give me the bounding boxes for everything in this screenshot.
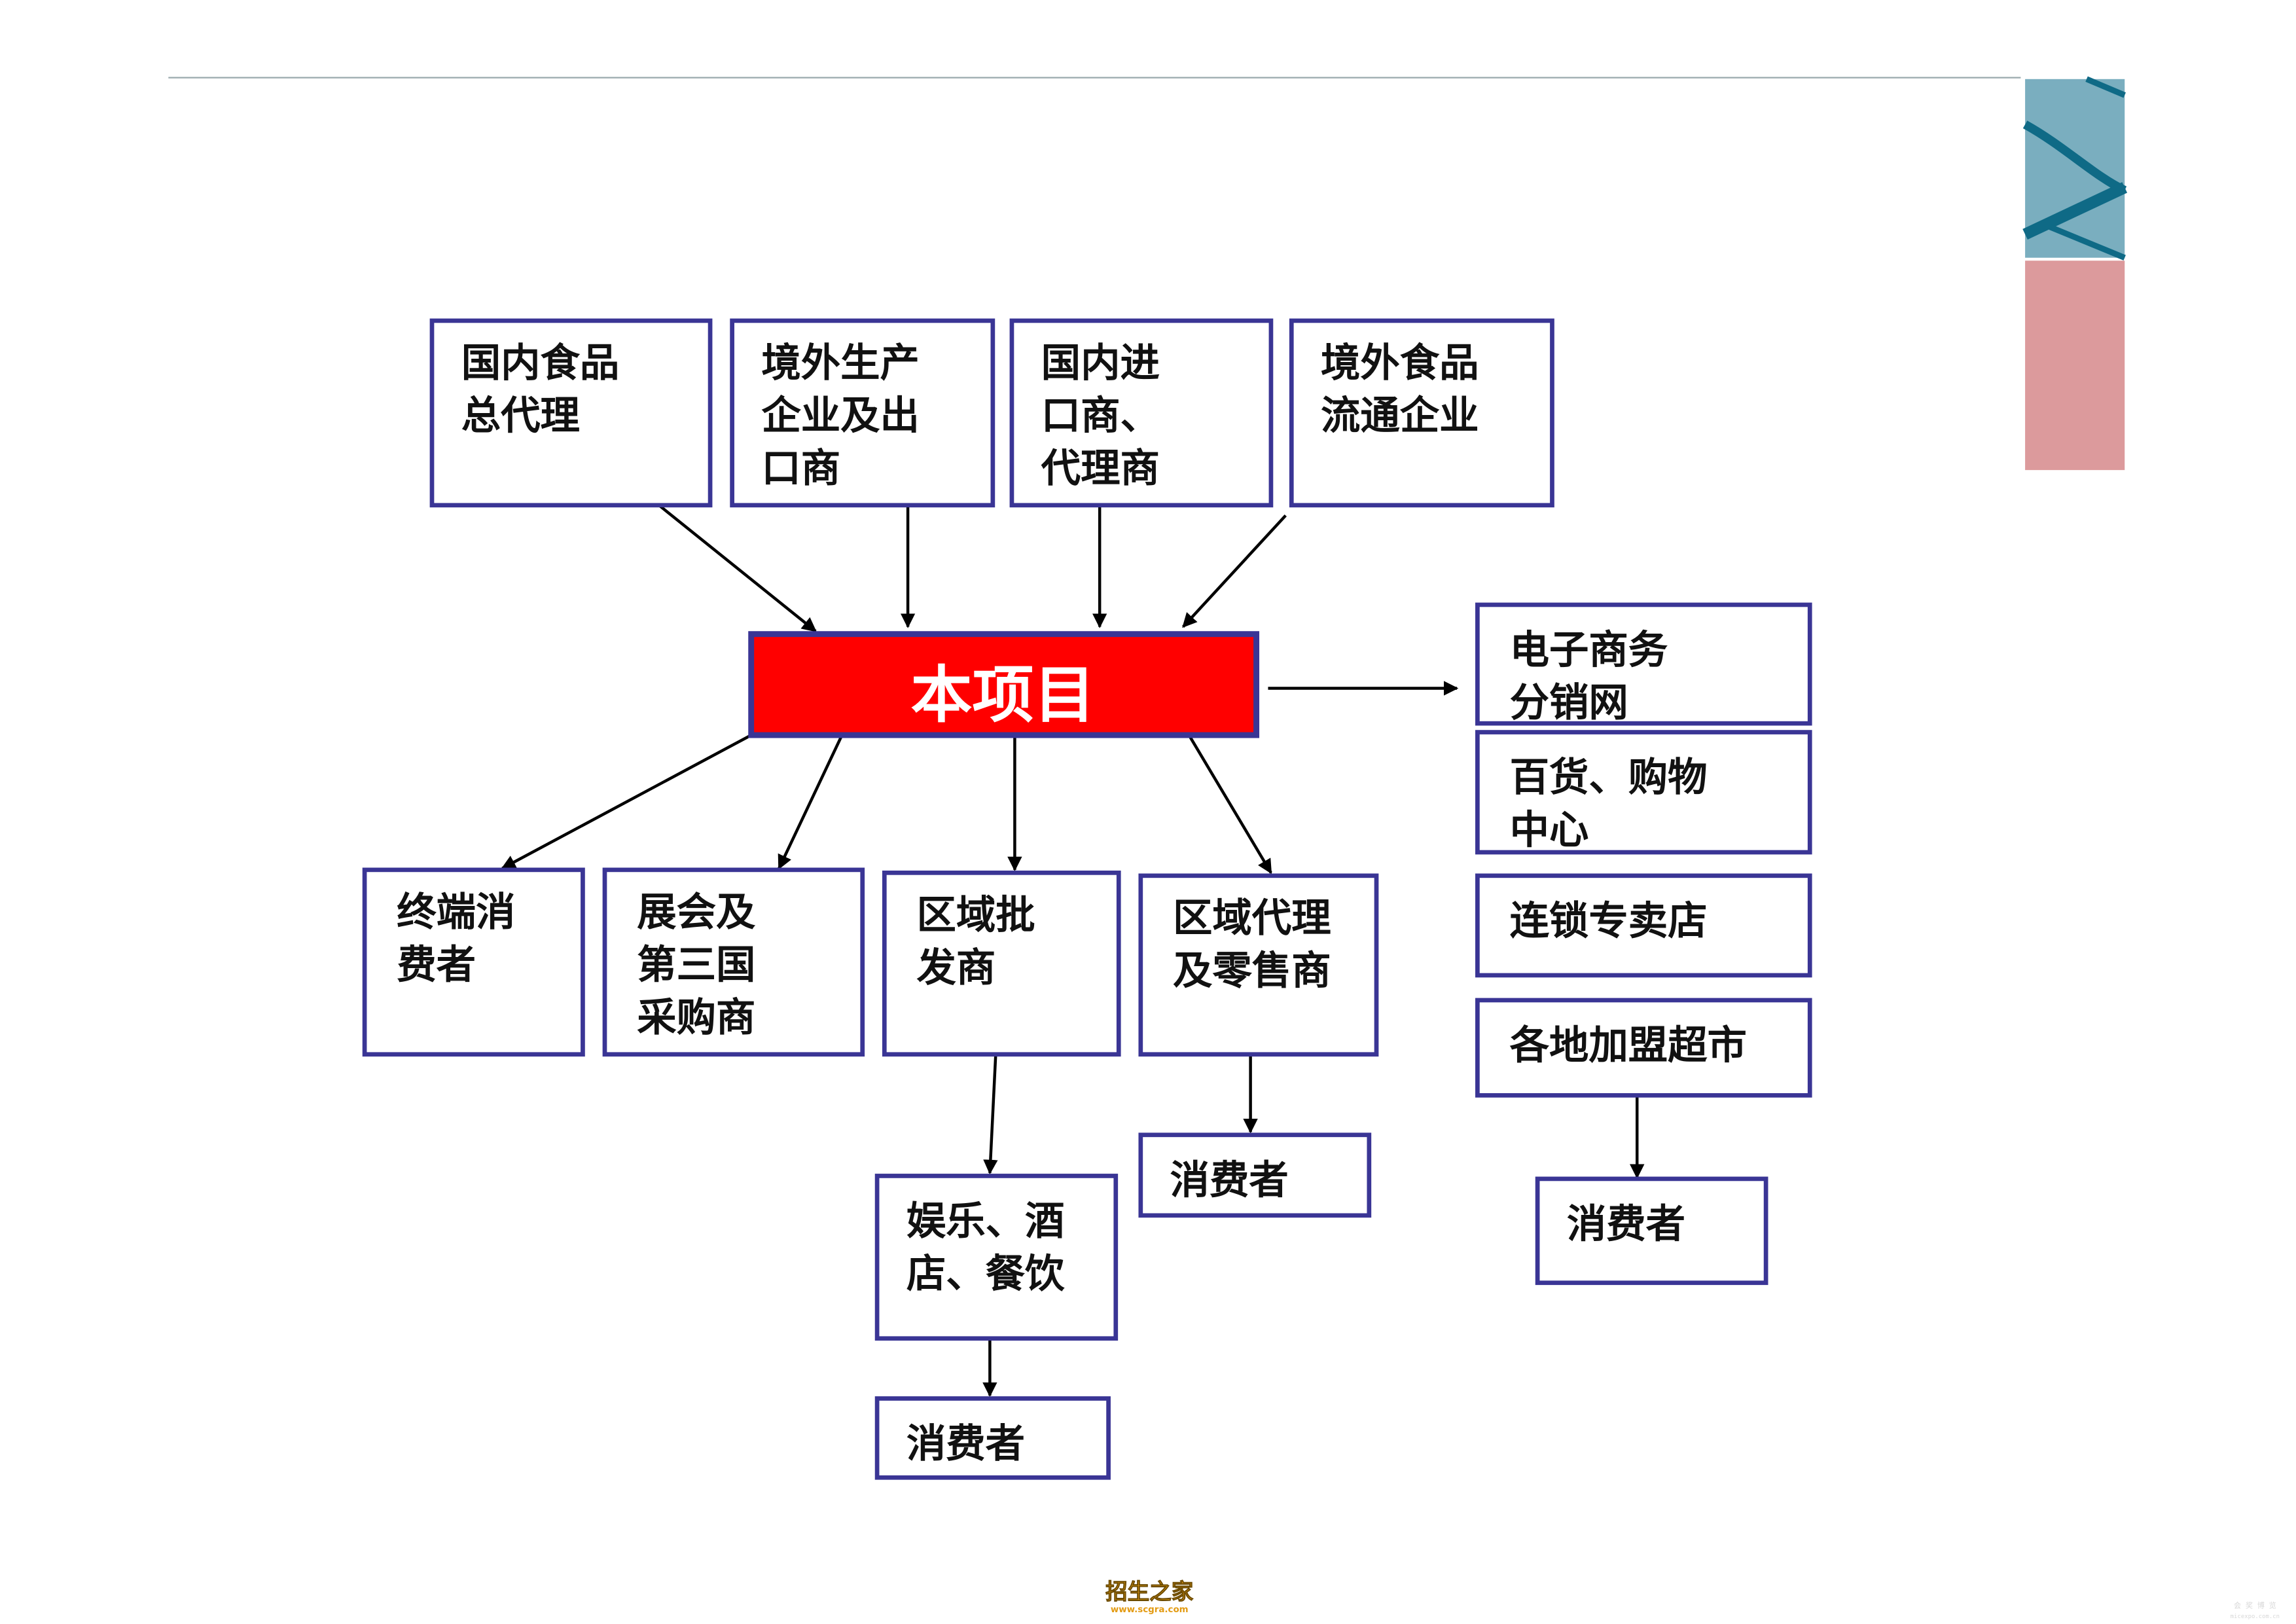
box-border <box>882 870 1121 1057</box>
box-label: 国内食品总代理 <box>461 340 620 439</box>
box-border <box>1475 873 1812 978</box>
box-label: 百货、购物中心 <box>1510 755 1708 854</box>
arrow-connector <box>1182 514 1287 628</box>
box-label-line: 总代理 <box>461 393 580 439</box>
box-border <box>1475 998 1812 1098</box>
box-label-line: 采购商 <box>637 995 755 1041</box>
right-channel-box: 各地加盟超市 <box>1475 998 1812 1098</box>
box-label: 消费者 <box>1567 1201 1685 1247</box>
box-border <box>1289 318 1554 508</box>
box-label-line: 费者 <box>397 942 476 988</box>
arrow-connector <box>778 734 844 870</box>
bottom-channel-box: 区域代理及零售商 <box>1138 873 1379 1057</box>
box-border <box>1138 873 1379 1057</box>
box-label-line: 区域批 <box>917 892 1035 938</box>
corner-watermark: 会 奖 博 览 micexpo.com.cn <box>2231 1600 2280 1620</box>
source-box: 境外生产企业及出口商 <box>730 318 996 508</box>
box-label: 消费者 <box>1170 1157 1289 1203</box>
box-label-line: 消费者 <box>1170 1157 1289 1203</box>
box-label: 消费者 <box>906 1421 1025 1467</box>
right-channel-box: 百货、购物中心 <box>1475 730 1812 855</box>
box-label-line: 区域代理 <box>1173 895 1331 941</box>
box-border <box>362 867 585 1057</box>
box-label-line: 各地加盟超市 <box>1510 1022 1747 1068</box>
box-label-line: 娱乐、酒 <box>906 1199 1065 1244</box>
box-label-line: 第三国 <box>637 942 755 988</box>
box-border <box>602 867 865 1057</box>
box-label: 区域批发商 <box>917 892 1035 991</box>
box-label-line: 中心 <box>1510 808 1589 854</box>
box-label-line: 流通企业 <box>1321 393 1479 439</box>
box-label-line: 口商、 <box>1041 393 1160 439</box>
bottom-channel-box: 展会及第三国采购商 <box>602 867 865 1057</box>
center-project-box: 本项目 <box>748 631 1260 738</box>
box-label: 娱乐、酒店、餐饮 <box>906 1199 1065 1297</box>
box-label: 区域代理及零售商 <box>1173 895 1331 994</box>
box-label: 电子商务分销网 <box>1510 627 1668 726</box>
box-border <box>874 1396 1111 1480</box>
box-border <box>429 318 713 508</box>
box-label-line: 分销网 <box>1510 680 1628 726</box>
box-label-line: 消费者 <box>906 1421 1025 1467</box>
right-channel-box: 电子商务分销网 <box>1475 602 1812 726</box>
box-label: 国内进口商、代理商 <box>1041 340 1160 492</box>
source-box: 国内进口商、代理商 <box>1009 318 1274 508</box>
decorative-pink-block <box>2025 261 2125 471</box>
box-border <box>1009 318 1274 508</box>
decorative-photo <box>2022 76 2128 261</box>
box-border <box>1138 1132 1372 1218</box>
hospitality-box: 娱乐、酒店、餐饮 <box>874 1174 1119 1341</box>
box-label: 各地加盟超市 <box>1510 1022 1747 1068</box>
box-label-line: 国内进 <box>1041 340 1160 386</box>
box-label-line: 发商 <box>917 945 996 991</box>
arrow-connector <box>501 734 752 870</box>
box-label: 境外食品流通企业 <box>1321 340 1479 439</box>
box-label-line: 连锁专卖店 <box>1510 898 1708 944</box>
box-border <box>730 318 996 508</box>
box-label-line: 电子商务 <box>1510 627 1668 673</box>
box-label-line: 消费者 <box>1567 1201 1685 1247</box>
box-label: 连锁专卖店 <box>1510 898 1708 944</box>
consumer-box: 消费者 <box>1535 1176 1768 1286</box>
box-label: 终端消费者 <box>397 890 515 988</box>
consumer-box: 消费者 <box>1138 1132 1372 1218</box>
arrow-connector <box>983 1054 998 1175</box>
box-label-line: 境外食品 <box>1321 340 1479 386</box>
center-box-fill <box>748 631 1260 738</box>
bottom-channel-box: 终端消费者 <box>362 867 585 1057</box>
consumer-box: 消费者 <box>874 1396 1111 1480</box>
box-border <box>1475 730 1812 855</box>
box-border <box>1475 602 1812 726</box>
watermark-logo-url: www.scgra.com <box>1111 1605 1189 1615</box>
watermark-logo: 招生之家 www.scgra.com <box>1105 1578 1194 1615</box>
box-label: 境外生产企业及出口商 <box>761 340 920 492</box>
box-label-line: 企业及出 <box>761 393 920 439</box>
box-label-line: 店、餐饮 <box>906 1251 1065 1297</box>
arrow-connector <box>1187 734 1272 875</box>
corner-watermark-url: micexpo.com.cn <box>2231 1614 2280 1620</box>
bottom-channel-box: 区域批发商 <box>882 870 1121 1057</box>
box-label-line: 国内食品 <box>461 340 620 386</box>
box-border <box>874 1174 1119 1341</box>
source-box: 国内食品总代理 <box>429 318 713 508</box>
box-label-line: 百货、购物 <box>1510 755 1708 801</box>
corner-watermark-text: 会 奖 博 览 <box>2234 1600 2276 1610</box>
box-label-line: 及零售商 <box>1173 948 1331 994</box>
arrow-connector <box>658 504 817 632</box>
watermark-logo-text: 招生之家 <box>1105 1578 1194 1604</box>
center-label: 本项目 <box>911 660 1096 731</box>
right-channel-box: 连锁专卖店 <box>1475 873 1812 978</box>
box-label-line: 终端消 <box>397 890 515 935</box>
box-label-line: 展会及 <box>637 890 756 935</box>
box-label-line: 境外生产 <box>761 340 920 386</box>
source-box: 境外食品流通企业 <box>1289 318 1554 508</box>
box-label-line: 代理商 <box>1041 446 1160 492</box>
box-border <box>1535 1176 1768 1286</box>
box-label: 展会及第三国采购商 <box>637 890 756 1041</box>
box-label-line: 口商 <box>761 446 840 492</box>
